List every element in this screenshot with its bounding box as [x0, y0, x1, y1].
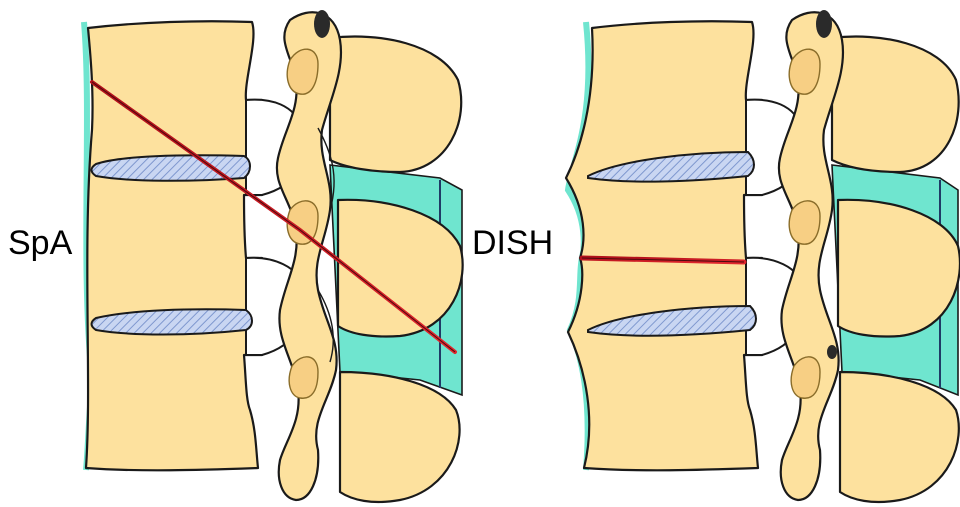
- facet-shadow-lower-right: [827, 345, 837, 359]
- posterior-element-1-right: [832, 37, 959, 172]
- panel-label-spa: SpA: [8, 224, 73, 262]
- posterior-element-3-right: [840, 372, 959, 502]
- posterior-element-3-left: [340, 372, 460, 502]
- articular-process-3-left: [289, 357, 318, 398]
- vertebral-body-column-left: [86, 21, 262, 470]
- spa-panel: [84, 10, 463, 502]
- facet-shadow-right: [816, 10, 832, 38]
- articular-process-3-right: [791, 357, 820, 398]
- posterior-element-1-left: [330, 37, 461, 172]
- dish-panel: [566, 10, 960, 502]
- panel-label-dish: DISH: [472, 224, 553, 262]
- vertebral-body-column-right: [566, 21, 762, 470]
- facet-shadow-left: [314, 10, 330, 38]
- articular-process-2-right: [789, 201, 820, 244]
